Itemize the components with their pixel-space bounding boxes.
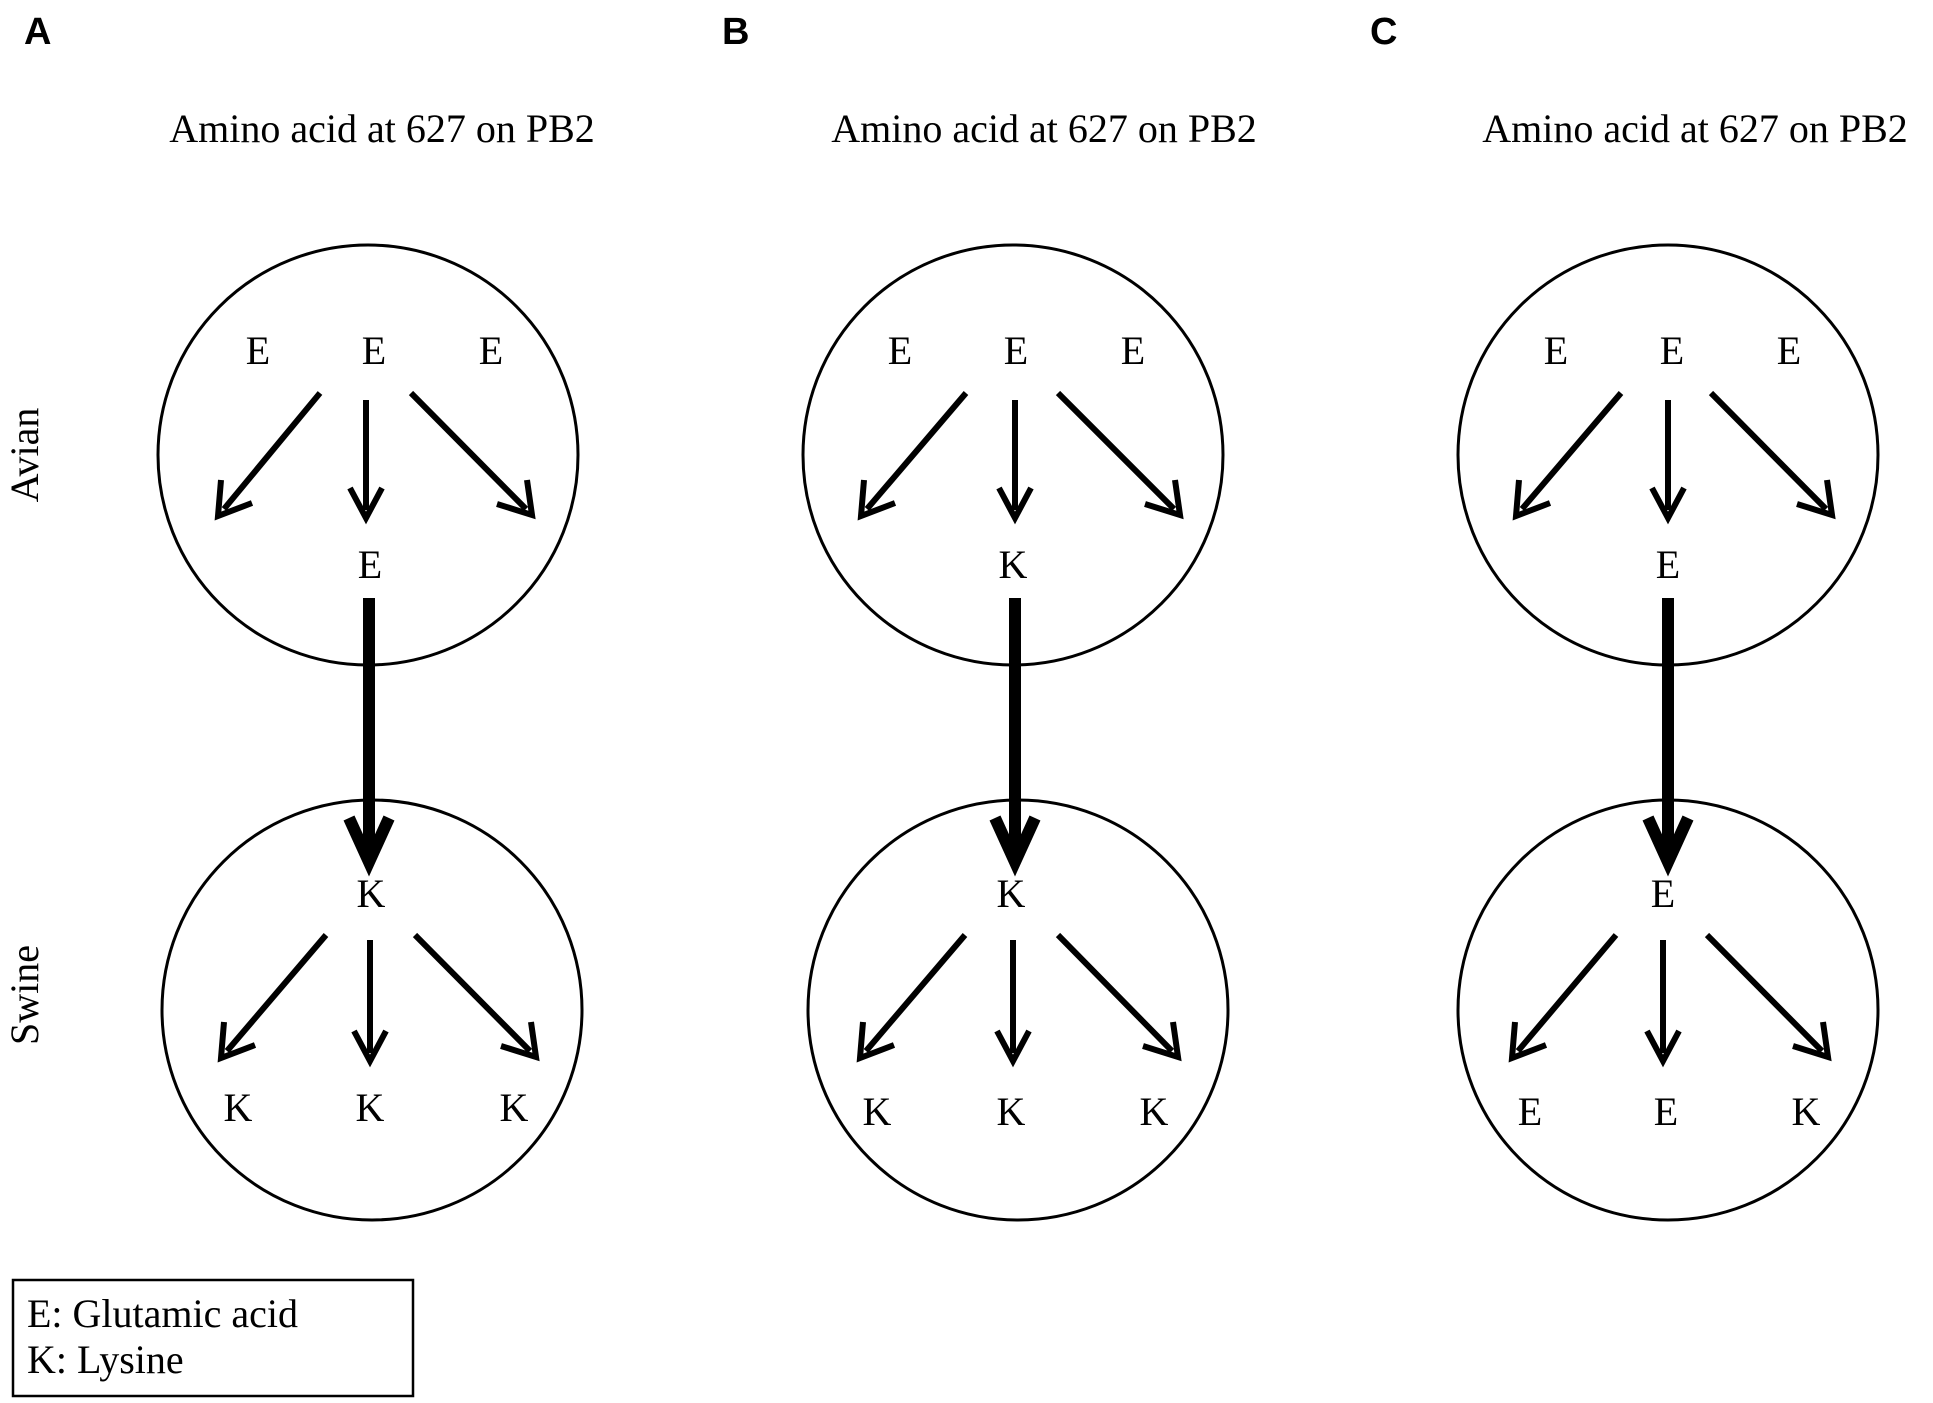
- transmission-arrow-icon: [1642, 598, 1694, 877]
- arrow-right-icon: [408, 390, 536, 520]
- panel-c: C Amino acid at 627 on PB2 E E E E E: [1370, 11, 1908, 1222]
- panel-letter: C: [1370, 11, 1397, 53]
- panel-b: B Amino acid at 627 on PB2 E E E K K: [722, 11, 1257, 1222]
- arrow-right-icon: [412, 932, 540, 1062]
- avian-ancestor-residue: E: [1121, 328, 1145, 373]
- arrow-down-icon: [1644, 940, 1682, 1068]
- legend-glutamic-acid: E: Glutamic acid: [27, 1291, 298, 1336]
- swine-descendant-residue: K: [356, 1085, 385, 1130]
- swine-ancestor-residue: E: [1651, 871, 1675, 916]
- legend-lysine: K: Lysine: [27, 1337, 184, 1382]
- swine-descendant-residue: K: [1140, 1089, 1169, 1134]
- avian-ancestor-residue: E: [479, 328, 503, 373]
- avian-descendant-residue: E: [358, 542, 382, 587]
- avian-ancestor-residue: E: [1004, 328, 1028, 373]
- arrow-right-icon: [1708, 390, 1836, 520]
- arrow-right-icon: [1704, 932, 1832, 1062]
- swine-descendant-residue: K: [863, 1089, 892, 1134]
- arrow-left-icon: [1512, 391, 1624, 521]
- swine-descendant-residue: E: [1654, 1089, 1678, 1134]
- arrow-down-icon: [1649, 400, 1687, 525]
- arrow-down-icon: [351, 940, 389, 1068]
- avian-ancestor-residue: E: [246, 328, 270, 373]
- swine-descendant-residue: K: [997, 1089, 1026, 1134]
- legend: E: Glutamic acid K: Lysine: [11, 1278, 415, 1398]
- avian-ancestor-residue: E: [1544, 328, 1568, 373]
- arrow-right-icon: [1055, 390, 1184, 520]
- arrow-down-icon: [994, 940, 1032, 1068]
- panel-letter: A: [24, 11, 51, 53]
- arrow-down-icon: [996, 400, 1034, 525]
- panel-a: A Amino acid at 627 on PB2 E E E E K: [24, 11, 595, 1222]
- host-label-avian: Avian: [2, 408, 47, 503]
- arrow-left-icon: [856, 933, 968, 1063]
- arrow-down-icon: [347, 400, 385, 525]
- panel-title: Amino acid at 627 on PB2: [1482, 106, 1908, 151]
- host-label-swine: Swine: [2, 945, 47, 1045]
- panel-title: Amino acid at 627 on PB2: [169, 106, 595, 151]
- avian-ancestor-residue: E: [1777, 328, 1801, 373]
- avian-ancestor-residue: E: [888, 328, 912, 373]
- panel-letter: B: [722, 11, 749, 53]
- swine-descendant-residue: K: [224, 1085, 253, 1130]
- swine-descendant-residue: E: [1518, 1089, 1542, 1134]
- transmission-arrow-icon: [343, 598, 395, 877]
- transmission-arrow-icon: [989, 598, 1041, 877]
- avian-ancestor-residue: E: [362, 328, 386, 373]
- arrow-left-icon: [857, 391, 969, 521]
- arrow-left-icon: [214, 391, 323, 521]
- panel-title: Amino acid at 627 on PB2: [831, 106, 1257, 151]
- arrow-left-icon: [217, 933, 329, 1063]
- swine-ancestor-residue: K: [997, 871, 1026, 916]
- arrow-left-icon: [1508, 933, 1619, 1063]
- legend-box: [11, 1278, 415, 1398]
- arrow-right-icon: [1055, 932, 1182, 1062]
- swine-ancestor-residue: K: [357, 871, 386, 916]
- avian-ancestor-residue: E: [1660, 328, 1684, 373]
- avian-descendant-residue: E: [1656, 542, 1680, 587]
- swine-descendant-residue: K: [1792, 1089, 1821, 1134]
- swine-descendant-residue: K: [500, 1085, 529, 1130]
- avian-descendant-residue: K: [999, 542, 1028, 587]
